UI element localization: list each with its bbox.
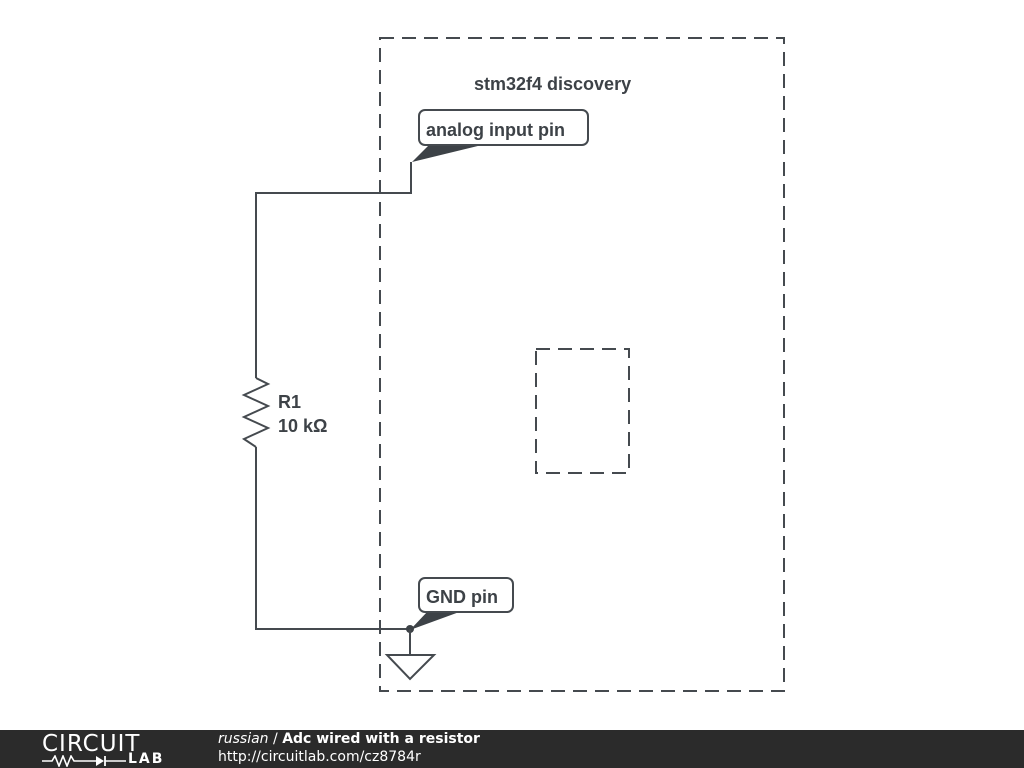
footer-caption: russian / Adc wired with a resistor (218, 731, 480, 747)
analog-pin-pointer (412, 144, 486, 162)
schematic-canvas: stm32f4 discovery analog input pin GND p… (241, 37, 785, 692)
gnd-pin-callout[interactable]: GND pin (410, 577, 514, 630)
footer-user[interactable]: russian (218, 731, 269, 747)
ground-symbol-icon (384, 654, 437, 681)
gnd-pin-label-box (418, 577, 514, 613)
board-label: stm32f4 discovery (474, 74, 631, 94)
footer-url[interactable]: http://circuitlab.com/cz8784r (218, 749, 421, 765)
circuitlab-logo-top: CIRCUIT (42, 731, 141, 757)
footer-title: Adc wired with a resistor (282, 731, 480, 747)
circuitlab-logo-icon (42, 755, 126, 767)
board-outline (379, 37, 785, 692)
wire-resistor-to-gnd[interactable] (255, 447, 411, 630)
gnd-pin-label: GND pin (426, 587, 498, 607)
resistor-value: 10 kΩ (278, 416, 327, 436)
resistor-name: R1 (278, 392, 301, 412)
footer-bar: CIRCUIT LAB russian / Adc wired with a r… (0, 730, 1024, 768)
analog-pin-label: analog input pin (426, 120, 565, 140)
analog-pin-callout[interactable]: analog input pin (412, 109, 589, 162)
gnd-pin-pointer (410, 611, 462, 630)
footer-separator: / (268, 731, 283, 747)
wire-analog-to-resistor[interactable] (255, 162, 412, 378)
circuitlab-logo-bottom: LAB (128, 751, 165, 767)
analog-pin-label-box (418, 109, 589, 146)
chip-outline (535, 348, 630, 474)
resistor-r1[interactable] (241, 377, 271, 448)
